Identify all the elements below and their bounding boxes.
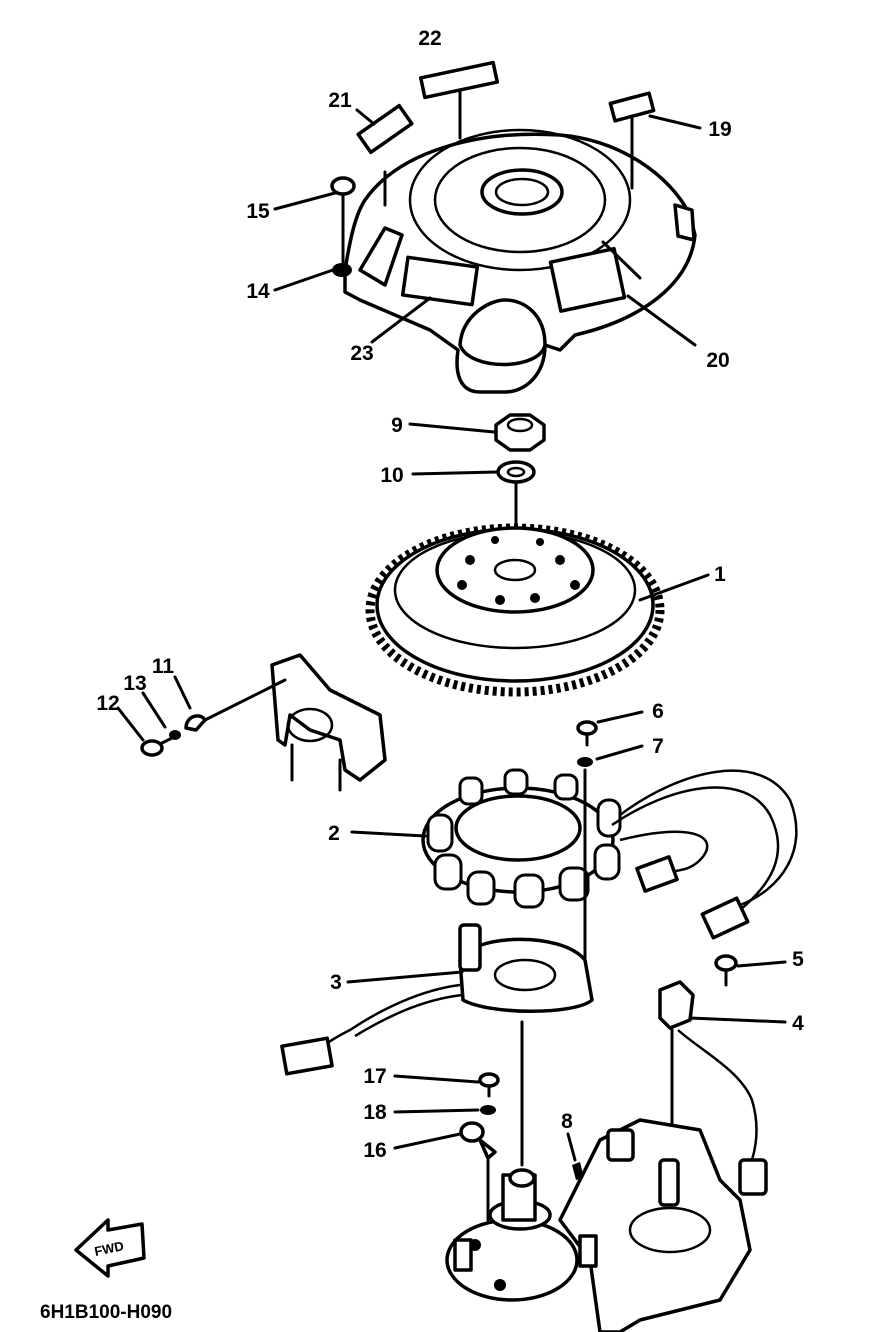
- callout-15: 15: [246, 200, 270, 223]
- flywheel-1: [365, 523, 665, 697]
- bracket: [270, 653, 387, 792]
- bolt-15: [330, 176, 356, 264]
- callout-4: 4: [792, 1012, 804, 1035]
- callout-18: 18: [363, 1101, 387, 1124]
- callout-12: 12: [96, 692, 119, 715]
- label-19: [608, 91, 656, 123]
- bolt-12: [140, 736, 174, 757]
- bolt-5: [714, 954, 738, 987]
- callout-21: 21: [328, 89, 352, 112]
- callout-17: 17: [363, 1065, 386, 1088]
- nut-9: [494, 413, 546, 452]
- callout-10: 10: [380, 464, 403, 487]
- callout-19: 19: [708, 118, 731, 141]
- washer-10: [496, 460, 536, 484]
- washer-7: [577, 757, 593, 767]
- callout-8: 8: [561, 1110, 573, 1133]
- clamp-11: [184, 678, 287, 732]
- drawing-code: 6H1B100-H090: [40, 1302, 172, 1323]
- callout-6: 6: [652, 700, 664, 723]
- callout-1: 1: [714, 563, 726, 586]
- fwd-arrow-icon: FWD: [74, 1218, 146, 1278]
- callout-5: 5: [792, 948, 804, 971]
- callout-13: 13: [123, 672, 146, 695]
- crankcase: [445, 1118, 752, 1332]
- callout-14: 14: [246, 280, 270, 303]
- callout-11: 11: [152, 655, 175, 678]
- callout-22: 22: [418, 27, 441, 50]
- washer-18: [480, 1105, 496, 1115]
- callout-20: 20: [706, 349, 729, 372]
- screw-6: [576, 720, 598, 747]
- washer-13: [169, 730, 181, 740]
- callout-7: 7: [652, 735, 664, 758]
- callout-2: 2: [328, 822, 340, 845]
- bolt-17: [478, 1072, 500, 1098]
- callout-3: 3: [330, 971, 342, 994]
- flywheel-cover: [343, 128, 697, 394]
- stator-2: [421, 768, 798, 940]
- callout-23: 23: [350, 342, 373, 365]
- grommet-14: [332, 263, 352, 277]
- label-21: [356, 103, 414, 155]
- pulser-base-3: [280, 923, 594, 1076]
- callout-9: 9: [391, 414, 403, 437]
- label-decals: [356, 60, 656, 155]
- fwd-label: FWD: [93, 1238, 125, 1259]
- callout-16: 16: [363, 1139, 386, 1162]
- callout-numbers: 22 21 19 15 14 23 20 9 10 1 11 13 12 6 7…: [96, 27, 804, 1162]
- leader-lines: [116, 90, 787, 1162]
- label-22: [418, 60, 500, 100]
- clamp-16: [459, 1121, 497, 1222]
